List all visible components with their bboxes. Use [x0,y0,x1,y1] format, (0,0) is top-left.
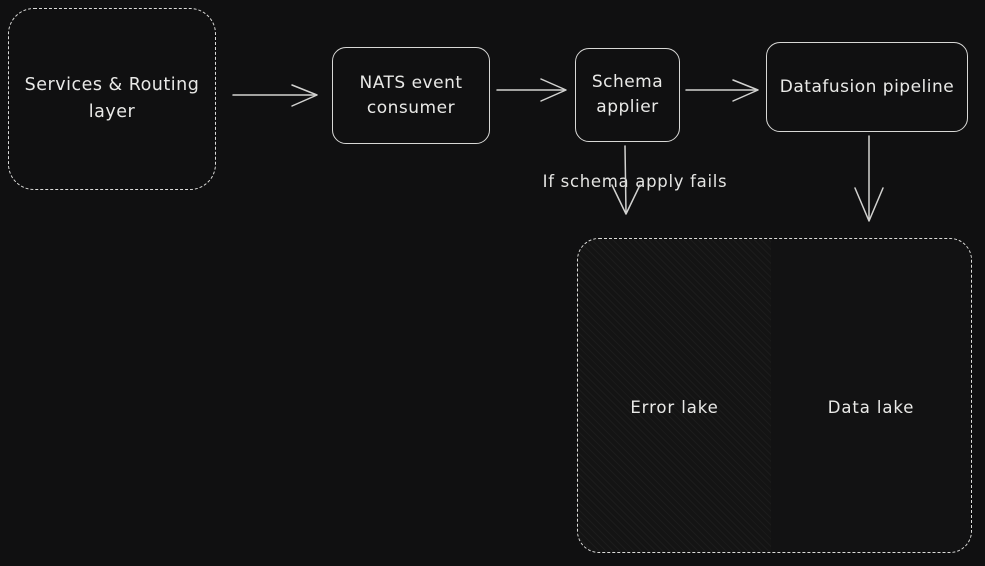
node-schema-applier-label: Schema applier [591,72,664,117]
node-nats-event-consumer-label: NATS event consumer [359,72,463,118]
node-error-lake-label: Error lake [630,398,719,417]
node-services-routing-layer[interactable]: Services & Routing layer [8,8,216,190]
node-data-lake-label: Data lake [827,398,915,417]
node-schema-applier[interactable]: Schema applier [575,48,680,142]
node-error-lake[interactable]: Error lake [578,239,771,552]
node-lakes-container[interactable]: Error lake Data lake [577,238,972,553]
edge-datafusion-to-data-lake [854,135,884,222]
edge-schema-to-datafusion [685,79,759,102]
edge-label-if-schema-apply-fails: If schema apply fails [542,172,728,191]
node-datafusion-pipeline-label: Datafusion pipeline [779,76,955,97]
edge-services-to-nats [232,84,318,107]
node-datafusion-pipeline[interactable]: Datafusion pipeline [766,42,968,132]
node-services-routing-layer-label: Services & Routing layer [24,75,200,122]
edge-nats-to-schema [496,78,567,102]
node-data-lake[interactable]: Data lake [771,239,971,552]
node-nats-event-consumer[interactable]: NATS event consumer [332,47,490,144]
